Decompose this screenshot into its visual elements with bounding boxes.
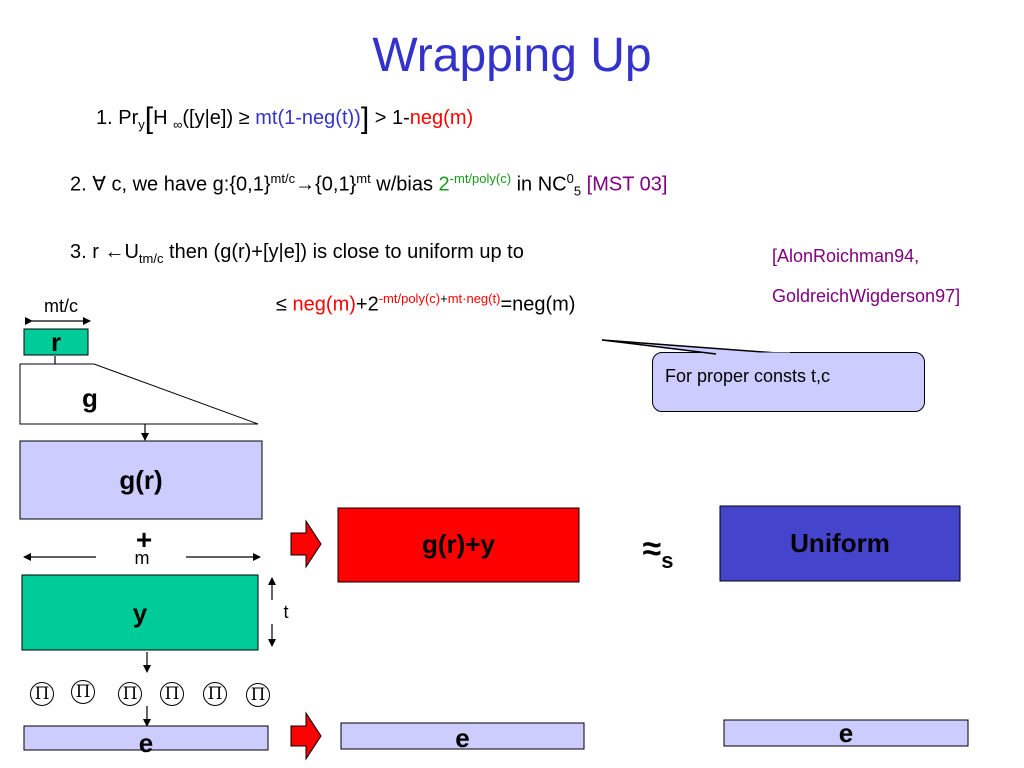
approx-label: ≈s: [628, 530, 688, 574]
s2-in-nc: in NC: [516, 173, 567, 196]
plus-label: +: [135, 524, 153, 555]
statement-3: 3. r ←Utm/c then (g(r)+[y|e]) is close t…: [70, 242, 524, 265]
s1-arg: ([y|e]): [182, 107, 234, 129]
s1-neg-arg: (m): [443, 107, 474, 129]
e-left-label: e: [138, 728, 154, 758]
g-label: g: [82, 383, 98, 413]
s1-mt-expr: mt(1-neg(t)): [255, 107, 361, 129]
s1-num: 1. Pr: [96, 107, 139, 129]
e-right-box: [723, 719, 969, 747]
pi-operator-2: Π: [71, 680, 95, 704]
pi-operator-1: Π: [30, 682, 54, 706]
pi-operator-3: Π: [118, 682, 142, 706]
s1-bracket-close: ]: [360, 102, 370, 135]
s3-num: 3. r: [70, 241, 99, 263]
s1-neg: neg: [409, 107, 444, 129]
ref-alon-roichman: [AlonRoichman94,: [772, 246, 920, 266]
block-arrow-top: [290, 519, 322, 569]
y-label: y: [132, 598, 148, 628]
statement-3-bound: ≤ neg(m)+2-mt/poly(c)+mt·neg(t)=neg(m): [276, 292, 575, 315]
callout-box: For proper consts t,c: [652, 352, 925, 412]
s3-larrow: ←: [104, 241, 125, 263]
gr-label: g(r): [119, 465, 163, 495]
r-label: r: [50, 327, 62, 357]
s2-two: 2: [438, 173, 450, 196]
statement-2: 2. ∀ c, we have g:{0,1}mt/c→{0,1}mt w/bi…: [70, 172, 667, 198]
s4-eq: =neg(m): [500, 293, 576, 316]
s3-u: U: [124, 241, 139, 263]
s2-sup2: mt: [356, 171, 371, 186]
mt-c-label: mt/c: [44, 296, 78, 316]
s2-forall: ∀: [92, 173, 106, 196]
s2-num: 2.: [70, 173, 87, 196]
slide-title: Wrapping Up: [372, 29, 652, 82]
e-left-box: [23, 725, 269, 751]
s1-sub-y: y: [138, 117, 145, 132]
gr-box: [19, 440, 263, 520]
e-mid-label: e: [455, 723, 470, 753]
s2-text1: c, we have g:{0,1}: [111, 173, 271, 196]
e-mid-box: [340, 722, 585, 750]
s2-bias: w/bias: [376, 173, 433, 196]
e-right-label: e: [838, 718, 854, 748]
s2-ref: [MST 03]: [586, 173, 668, 196]
s4-leq: ≤: [276, 293, 287, 316]
gr-plus-y-label: g(r)+y: [422, 529, 495, 559]
y-box: [21, 574, 259, 651]
s2-nc-sup: 0: [566, 171, 574, 186]
pi-operator-4: Π: [160, 682, 184, 706]
s2-arrow: →: [295, 173, 316, 196]
pi-operator-6: Π: [246, 683, 270, 707]
block-arrow-bottom: [290, 711, 322, 761]
m-label: m: [134, 548, 150, 568]
s2-sup3: -mt/poly(c): [449, 171, 512, 186]
s4-plus2: +2: [355, 293, 379, 316]
s2-sup1: mt/c: [270, 171, 296, 186]
callout-pointer: [601, 339, 791, 355]
r-box: [23, 328, 89, 356]
s2-text2: {0,1}: [315, 173, 357, 196]
approx-symbol: ≈: [642, 530, 662, 568]
statement-1: 1. Pry[H ∞([y|e]) ≥ mt(1-neg(t))] > 1-ne…: [96, 104, 473, 134]
s1-one-minus: 1-: [392, 107, 410, 129]
gr-plus-y-box: [337, 507, 580, 583]
uniform-box: [719, 505, 961, 582]
approx-sub: s: [661, 547, 674, 573]
s1-geq: ≥: [238, 107, 250, 129]
uniform-label: Uniform: [790, 528, 890, 558]
s1-gt: >: [374, 107, 387, 129]
s4-sup-a: -mt/poly(c): [378, 291, 441, 306]
pi-operator-5: Π: [203, 682, 227, 706]
s1-bracket-open: [: [144, 102, 154, 135]
s1-h-sub: ∞: [173, 117, 183, 132]
s4-sup-b: mt·neg(t): [447, 291, 501, 306]
s2-nc-sub: 5: [573, 183, 582, 199]
s3-u-sub: tm/c: [138, 251, 164, 266]
s4-sup-plus: +: [440, 291, 448, 306]
s4-neg-m: neg(m): [292, 293, 356, 316]
t-label: t: [283, 602, 289, 622]
s1-h: H: [153, 107, 168, 129]
ref-goldreich-wigderson: GoldreichWigderson97]: [772, 286, 961, 306]
g-shape: [19, 363, 259, 425]
s3-text: then (g(r)+[y|e]) is close to uniform up…: [169, 241, 524, 263]
